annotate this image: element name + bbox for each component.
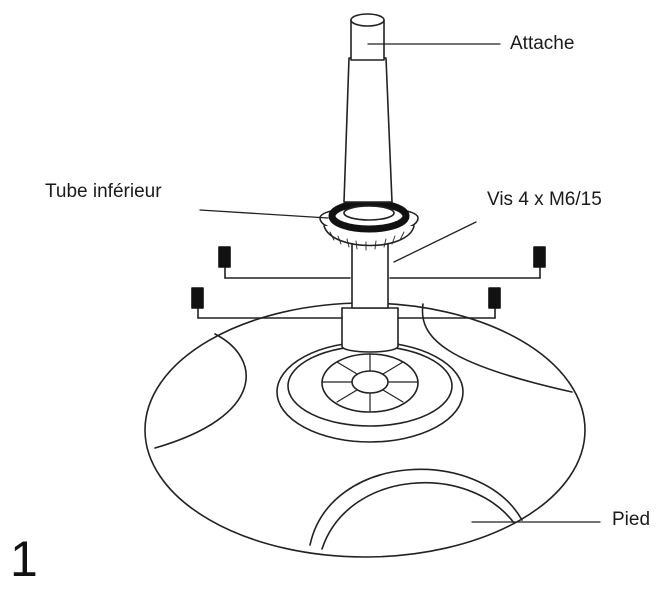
screw-left-front: [191, 287, 343, 319]
screw-left-back: [218, 246, 351, 279]
screws: [191, 246, 546, 319]
screw-head: [533, 246, 546, 268]
base-groove-left: [154, 333, 247, 449]
tube-collar-ring: [328, 199, 410, 233]
screw-right-back: [389, 246, 546, 279]
hub-spokes: [321, 353, 419, 412]
upper-pole-body: [343, 57, 393, 203]
base-groove-front-outer: [309, 468, 523, 546]
lower-tube: [319, 199, 419, 309]
label-pied: Pied: [612, 509, 651, 530]
label-tube-inferieur: Tube inférieur: [45, 181, 162, 202]
tube-collar-opening: [343, 205, 395, 221]
tube-collar-skirt: [323, 225, 415, 247]
screw-head: [488, 287, 501, 309]
label-vis: Vis 4 x M6/15: [487, 189, 602, 210]
screw-head: [218, 246, 231, 268]
leader-lines: [199, 43, 601, 523]
base-groove-right: [421, 303, 573, 393]
base-foot: [144, 302, 586, 558]
label-attache: Attache: [510, 33, 575, 54]
base-socket: [341, 307, 399, 353]
upper-pole: [343, 13, 393, 203]
screw-head: [191, 287, 204, 309]
base-groove-front-inner: [321, 482, 515, 550]
collar-hatching: [329, 231, 405, 251]
step-number: 1: [10, 531, 38, 587]
lower-tube-body: [351, 237, 389, 309]
leader-tube: [199, 209, 329, 219]
leader-vis: [393, 221, 477, 263]
pole-tip-top: [350, 13, 385, 27]
screw-right-front: [397, 287, 501, 319]
